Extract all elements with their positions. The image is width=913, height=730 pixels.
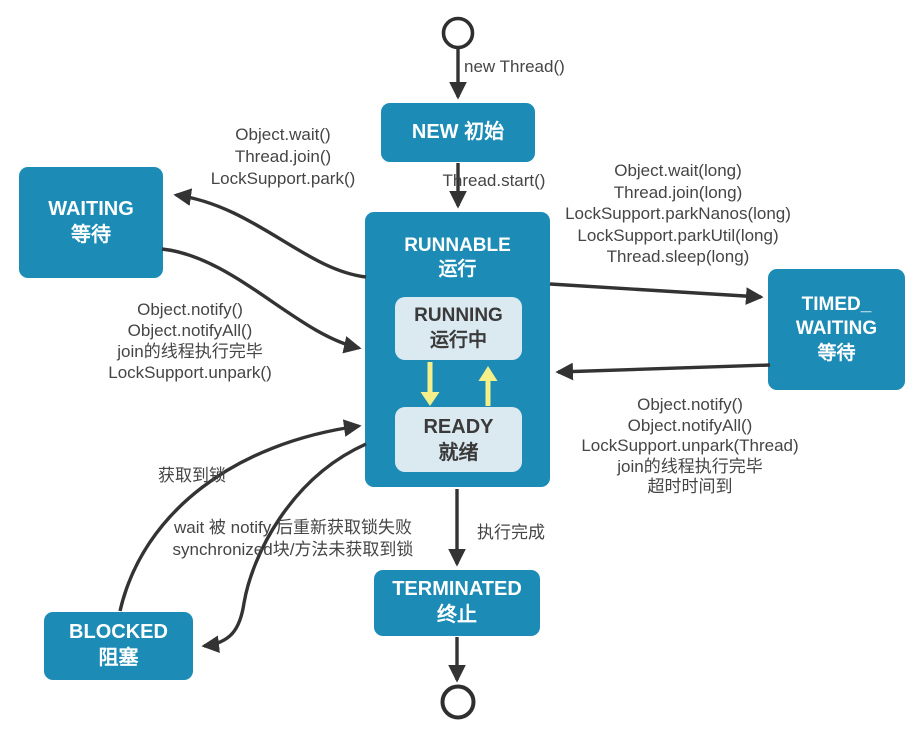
state-label-group: RUNNABLE 运行 [404, 234, 511, 283]
arrow-timed-waiting-to-runnable [555, 362, 771, 381]
transition-text: LockSupport.park() [210, 169, 356, 188]
transition-text: 超时时间到 [647, 477, 733, 496]
state-label: WAITING [795, 318, 878, 340]
transition-label-waiting-to-runnable: Object.notify() Object.notifyAll() join的… [92, 299, 288, 383]
state-label: BLOCKED [69, 621, 168, 644]
transition-text: join的线程执行完毕 [617, 456, 763, 476]
transition-text: 执行完成 [477, 523, 545, 542]
transition-text: LockSupport.unpark(Thread) [581, 436, 799, 455]
transition-label-runnable-to-waiting: Object.wait() Thread.join() LockSupport.… [168, 124, 398, 190]
arrow-runnable-to-timed-waiting [549, 282, 764, 305]
substate-label: RUNNING [414, 304, 503, 326]
transition-label-timed-waiting-to-runnable: Object.notify() Object.notifyAll() LockS… [560, 395, 820, 498]
transition-text: LockSupport.unpark() [108, 363, 272, 382]
state-label: TERMINATED [392, 578, 522, 601]
transition-label-runnable-to-blocked: wait 被 notify 后重新获取锁失败 synchronized块/方法未… [148, 517, 438, 561]
state-box-waiting: WAITING 等待 [19, 167, 163, 278]
transition-text: Thread.join() [234, 147, 332, 166]
transition-text: Thread.sleep(long) [606, 247, 750, 266]
transition-text: LockSupport.parkUtil(long) [577, 225, 779, 245]
transition-label-runnable-to-timed-waiting: Object.wait(long) Thread.join(long) Lock… [556, 160, 800, 268]
state-label: 终止 [437, 604, 477, 626]
transition-text: join的线程执行完毕 [117, 342, 263, 361]
transition-text: Object.notify() [137, 300, 243, 319]
state-label: 阻塞 [98, 647, 139, 669]
state-label: NEW 初始 [411, 120, 505, 143]
arrow-runnable-to-waiting [173, 188, 367, 279]
transition-text: Thread.start() [442, 171, 546, 190]
substate-box-running: RUNNING 运行中 [395, 297, 522, 360]
state-label: TIMED_ [801, 294, 872, 316]
state-box-timed-waiting: TIMED_ WAITING 等待 [768, 269, 905, 390]
state-label: 等待 [71, 223, 111, 246]
transition-label-runnable-to-terminated: 执行完成 [477, 518, 545, 543]
transition-label-new-thread: new Thread() [464, 57, 565, 77]
transition-text: Object.wait() [235, 125, 331, 144]
transition-text: Object.notifyAll() [127, 321, 253, 340]
transition-text: synchronized块/方法未获取到锁 [172, 540, 414, 559]
transition-text: Thread.join(long) [613, 182, 743, 202]
transition-text: Object.wait(long) [614, 161, 742, 180]
transition-text: wait 被 notify 后重新获取锁失败 [173, 518, 413, 537]
transition-label-blocked-to-runnable: 获取到锁 [158, 461, 226, 486]
transition-text: 获取到锁 [158, 466, 226, 485]
start-terminal-circle [441, 16, 475, 50]
end-terminal-circle [440, 684, 476, 720]
transition-text: LockSupport.parkNanos(long) [565, 204, 791, 223]
state-label: 运行 [438, 259, 477, 281]
state-box-terminated: TERMINATED 终止 [374, 570, 540, 636]
substate-box-ready: READY 就绪 [395, 407, 522, 472]
state-box-blocked: BLOCKED 阻塞 [44, 612, 193, 680]
substate-label: 就绪 [438, 441, 479, 464]
state-label: RUNNABLE [404, 235, 511, 256]
state-label: 等待 [817, 342, 856, 364]
substate-label: READY [423, 415, 494, 438]
transition-text: Object.notifyAll() [627, 415, 753, 435]
state-box-new: NEW 初始 [381, 103, 535, 162]
transition-text: Object.notify() [637, 395, 743, 414]
transition-label-thread-start: Thread.start() [430, 171, 558, 191]
transition-text: new Thread() [464, 57, 565, 76]
substate-label: 运行中 [429, 329, 487, 351]
state-box-runnable: RUNNABLE 运行 RUNNING 运行中 READY 就绪 [365, 212, 550, 487]
state-label: WAITING [48, 197, 134, 220]
